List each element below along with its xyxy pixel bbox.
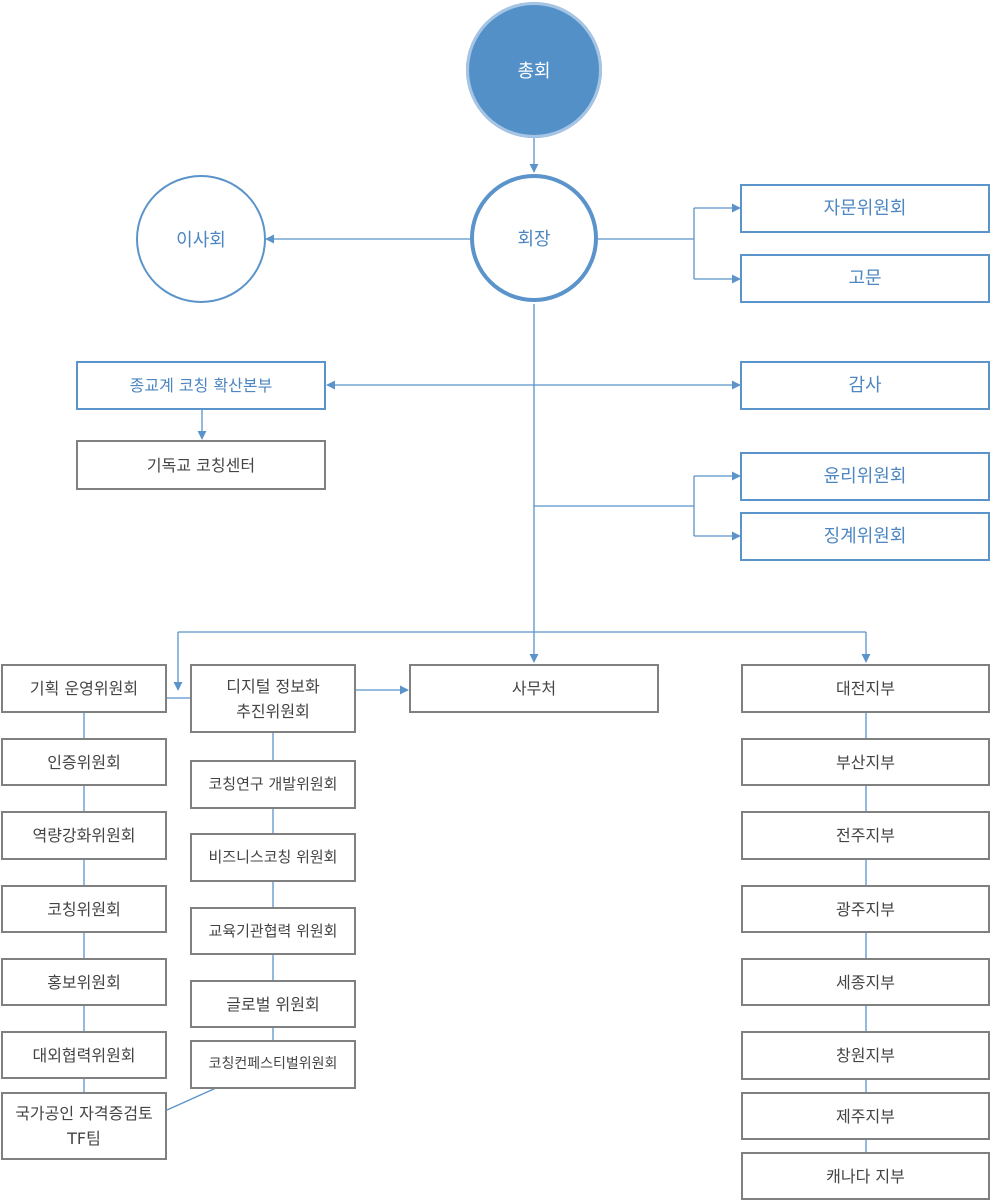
advisory-committee-label: 자문위원회 [823, 198, 907, 219]
digital-committee-box: 디지털 정보화 추진위원회 [190, 664, 356, 733]
discipline-committee-label: 징계위원회 [823, 526, 907, 547]
committee-left-2: 인증위원회 [1, 738, 167, 786]
committee-mid-label: 코칭연구 개발위원회 [208, 775, 338, 793]
branch-5: 세종지부 [741, 958, 990, 1006]
committee-left-label: 대외협력위원회 [32, 1045, 136, 1065]
committee-left-3: 역량강화위원회 [1, 811, 167, 860]
secretariat-box: 사무처 [409, 664, 659, 713]
branch-2: 부산지부 [741, 738, 990, 786]
committee-left-label: 코칭위원회 [47, 899, 121, 919]
tf-team-line2: TF팀 [67, 1129, 101, 1148]
president-node: 회장 [470, 174, 598, 302]
committee-mid-label: 글로벌 위원회 [226, 994, 320, 1014]
committee-left-label: 홍보위원회 [47, 972, 121, 992]
committee-mid-4: 글로벌 위원회 [190, 980, 356, 1028]
committee-left-4: 코칭위원회 [1, 885, 167, 933]
tf-team-line1: 국가공인 자격증검토 [15, 1104, 153, 1123]
committee-mid-label: 비즈니스코칭 위원회 [208, 848, 338, 866]
committee-mid-label: 코칭컨페스티벌위원회 [208, 1056, 338, 1072]
committee-left-6: 대외협력위원회 [1, 1031, 167, 1079]
committee-mid-label: 교육기관협력 위원회 [208, 921, 338, 940]
advisor-label: 고문 [848, 268, 882, 289]
religious-hq-box: 종교계 코칭 확산본부 [76, 361, 326, 410]
branch-label: 대전지부 [836, 679, 895, 698]
audit-box: 감사 [740, 361, 990, 410]
branch-1: 대전지부 [741, 664, 990, 713]
branch-label: 캐나다 지부 [826, 1166, 905, 1186]
ethics-committee-box: 윤리위원회 [740, 452, 990, 501]
committee-left-label: 기획 운영위원회 [29, 679, 139, 698]
committee-left-label: 인증위원회 [47, 752, 121, 772]
committee-mid-3: 교육기관협력 위원회 [190, 907, 356, 955]
branch-7: 제주지부 [741, 1092, 990, 1140]
branch-label: 전주지부 [836, 826, 895, 845]
branch-label: 세종지부 [836, 972, 895, 992]
branch-4: 광주지부 [741, 885, 990, 933]
discipline-committee-box: 징계위원회 [740, 512, 990, 561]
committee-mid-2: 비즈니스코칭 위원회 [190, 833, 356, 882]
branch-6: 창원지부 [741, 1031, 990, 1080]
tf-team-box: 국가공인 자격증검토 TF팀 [1, 1092, 167, 1160]
secretariat-label: 사무처 [511, 679, 557, 698]
president-label: 회장 [517, 229, 551, 250]
branch-8: 캐나다 지부 [741, 1152, 990, 1200]
digital-committee-line2: 추진위원회 [236, 701, 310, 721]
advisory-committee-box: 자문위원회 [740, 184, 990, 233]
general-assembly-node: 총회 [466, 2, 602, 138]
committee-mid-5: 코칭컨페스티벌위원회 [190, 1040, 356, 1089]
committee-left-1: 기획 운영위원회 [1, 664, 167, 713]
general-assembly-label: 총회 [517, 61, 551, 82]
religious-hq-label: 종교계 코칭 확산본부 [129, 376, 273, 395]
christian-center-box: 기독교 코칭센터 [76, 440, 326, 490]
committee-left-5: 홍보위원회 [1, 958, 167, 1006]
advisor-box: 고문 [740, 254, 990, 303]
committee-mid-1: 코칭연구 개발위원회 [190, 760, 356, 809]
branch-label: 창원지부 [836, 1046, 895, 1065]
branch-3: 전주지부 [741, 811, 990, 860]
branch-label: 제주지부 [836, 1106, 895, 1126]
christian-center-label: 기독교 코칭센터 [146, 455, 256, 475]
board-node: 이사회 [136, 175, 266, 303]
committee-left-label: 역량강화위원회 [32, 826, 136, 845]
audit-label: 감사 [848, 375, 882, 396]
branch-label: 부산지부 [836, 752, 895, 772]
branch-label: 광주지부 [836, 899, 895, 919]
board-label: 이사회 [176, 230, 226, 251]
ethics-committee-label: 윤리위원회 [823, 466, 907, 487]
digital-committee-line1: 디지털 정보화 [226, 676, 320, 696]
